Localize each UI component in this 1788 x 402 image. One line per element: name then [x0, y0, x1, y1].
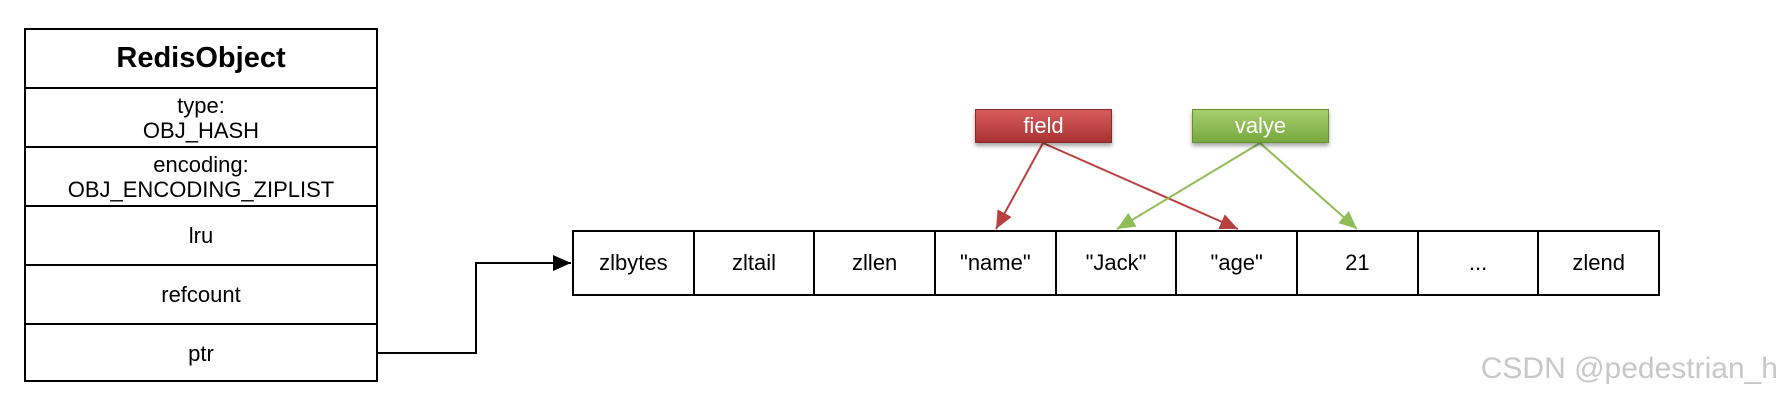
value-to-21-arrow — [1259, 142, 1358, 230]
field-to-age-arrow — [1042, 142, 1239, 230]
ziplist-cell-zllen: zllen — [815, 232, 937, 294]
encoding-label: encoding: — [153, 151, 249, 177]
type-value: OBJ_HASH — [142, 117, 260, 143]
ziplist-cell-age: "age" — [1177, 232, 1299, 294]
ptr-row: ptr — [26, 325, 376, 382]
watermark: CSDN @pedestrian_h — [1480, 352, 1778, 385]
value-tag: valye — [1192, 109, 1329, 143]
ziplist-cell-name: "name" — [936, 232, 1057, 294]
redis-object-box: RedisObject type: OBJ_HASH encoding: OBJ… — [24, 28, 378, 382]
refcount-text: refcount — [161, 281, 241, 307]
type-row: type: OBJ_HASH — [26, 89, 376, 148]
lru-text: lru — [188, 222, 214, 248]
ptr-text: ptr — [188, 340, 214, 366]
value-tag-text: valye — [1234, 113, 1287, 138]
ziplist-cell-jack: "Jack" — [1057, 232, 1178, 294]
ptr-arrow — [378, 255, 571, 354]
ziplist-cell-ellipsis: ... — [1419, 232, 1540, 294]
value-to-jack-arrow — [1116, 142, 1261, 230]
ziplist-cell-zlend: zlend — [1572, 250, 1625, 275]
encoding-value: OBJ_ENCODING_ZIPLIST — [67, 176, 335, 202]
ziplist-cell-21: 21 — [1298, 232, 1419, 294]
redis-object-title: RedisObject — [26, 30, 376, 89]
ziplist-cell-zltail: zltail — [695, 232, 816, 294]
refcount-row: refcount — [26, 266, 376, 325]
field-tag-text: field — [1023, 113, 1064, 138]
type-label: type: — [177, 92, 225, 118]
redis-object-title-text: RedisObject — [116, 42, 286, 74]
lru-row: lru — [26, 207, 376, 266]
field-tag: field — [975, 109, 1112, 143]
encoding-row: encoding: OBJ_ENCODING_ZIPLIST — [26, 148, 376, 207]
ziplist-cell-zlbytes: zlbytes — [574, 232, 695, 294]
ziplist-strip: zlbytes zltail zllen "name" "Jack" "age"… — [572, 230, 1660, 296]
field-to-name-arrow — [995, 142, 1044, 230]
